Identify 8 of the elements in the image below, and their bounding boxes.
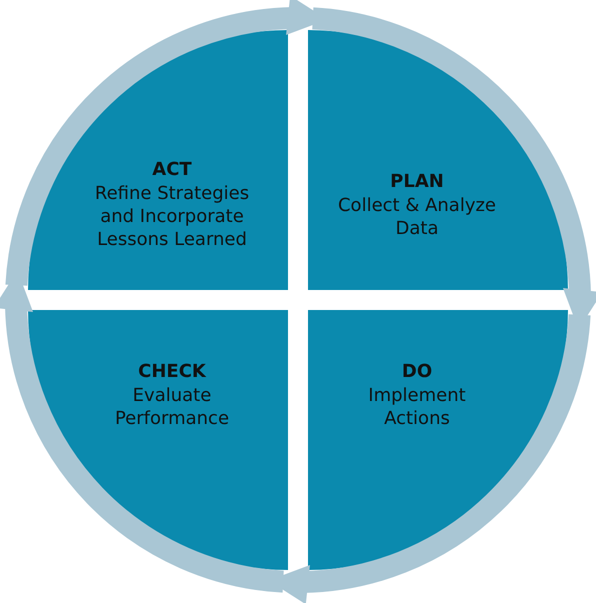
stage-description: Evaluate Performance [114,384,230,430]
stage-title: CHECK [137,360,208,383]
stage-description: Implement Actions [367,384,467,430]
stage-title: ACT [151,158,193,181]
stage-title: PLAN [389,170,445,193]
stage-description: Collect & Analyze Data [336,194,498,240]
stage-title: DO [400,360,434,383]
stage-description: Refine Strategies and Incorporate Lessons Learned [94,182,250,251]
